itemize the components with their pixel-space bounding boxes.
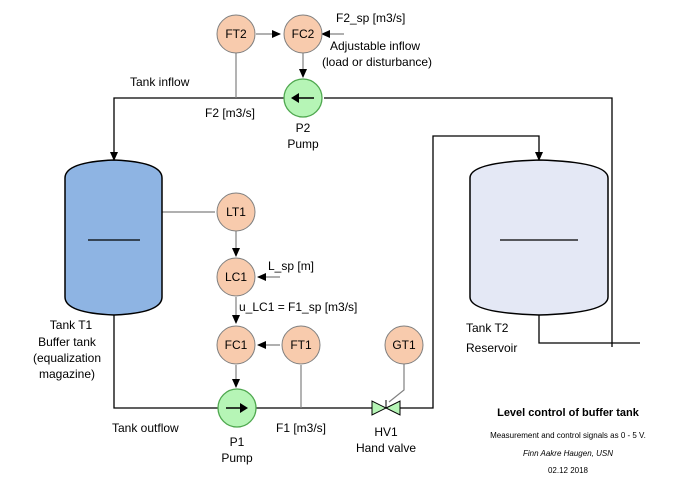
instrument-fc2[interactable]: FC2 [283,14,323,54]
label-tank-inflow: Tank inflow [130,75,190,89]
caption-date: 02.12 2018 [548,466,589,475]
instrument-lc1[interactable]: LC1 [216,257,256,297]
label-tank-outflow: Tank outflow [112,421,179,435]
instrument-lc1-label: LC1 [225,270,247,284]
label-hand-valve: Hand valve [356,441,416,455]
instrument-lt1-label: LT1 [226,205,246,219]
label-p1: P1 [230,435,245,449]
label-tank-t2: Tank T2 [466,321,509,335]
instrument-gt1[interactable]: GT1 [384,325,424,365]
label-magazine: magazine) [39,367,95,381]
pump-p1-arrow-icon [240,403,248,413]
instrument-ft2-label: FT2 [225,27,247,41]
signal-gt1-valve [388,364,405,403]
pump-p2-arrow-icon [291,93,299,103]
label-f1: F1 [m3/s] [276,421,326,435]
label-load-disturbance: (load or disturbance) [322,55,432,69]
instrument-ft2[interactable]: FT2 [216,14,256,54]
label-reservoir: Reservoir [466,341,517,355]
pipe-tank-inflow [324,97,613,347]
pipe-tank-outflow [113,315,218,409]
tank-t2 [469,159,609,316]
label-p2: P2 [296,121,311,135]
label-tank-t1: Tank T1 [50,318,93,332]
instrument-gt1-label: GT1 [392,338,416,352]
caption-subtitle: Measurement and control signals as 0 - 5… [490,431,646,440]
label-hv1: HV1 [374,425,398,439]
pipe-valve-to-reservoir [400,135,543,409]
pump-p2[interactable] [283,78,323,118]
instrument-fc1-label: FC1 [225,338,248,352]
hand-valve-hv1[interactable] [371,400,401,416]
pipe-reservoir-bottom [538,315,640,344]
caption-title: Level control of buffer tank [497,407,640,419]
label-p2-pump: Pump [287,137,319,151]
pump-p1[interactable] [217,388,257,428]
label-l-sp: L_sp [m] [268,259,314,273]
instrument-lt1[interactable]: LT1 [216,192,256,232]
caption-author: Finn Aakre Haugen, USN [523,449,613,458]
label-adjustable-inflow: Adjustable inflow [330,39,420,53]
instrument-ft1-label: FT1 [290,338,312,352]
label-p1-pump: Pump [221,451,253,465]
instrument-fc2-label: FC2 [292,27,315,41]
label-f2: F2 [m3/s] [205,106,255,120]
pipe-p2-to-t1 [110,97,284,161]
tank-t1 [64,159,163,316]
label-u-lc1: u_LC1 = F1_sp [m3/s] [239,300,357,314]
instrument-ft1[interactable]: FT1 [281,325,321,365]
label-f2-sp: F2_sp [m3/s] [336,11,405,25]
label-buffer-tank: Buffer tank [38,335,97,349]
instrument-fc1[interactable]: FC1 [216,325,256,365]
label-equalization: (equalization [33,351,101,365]
